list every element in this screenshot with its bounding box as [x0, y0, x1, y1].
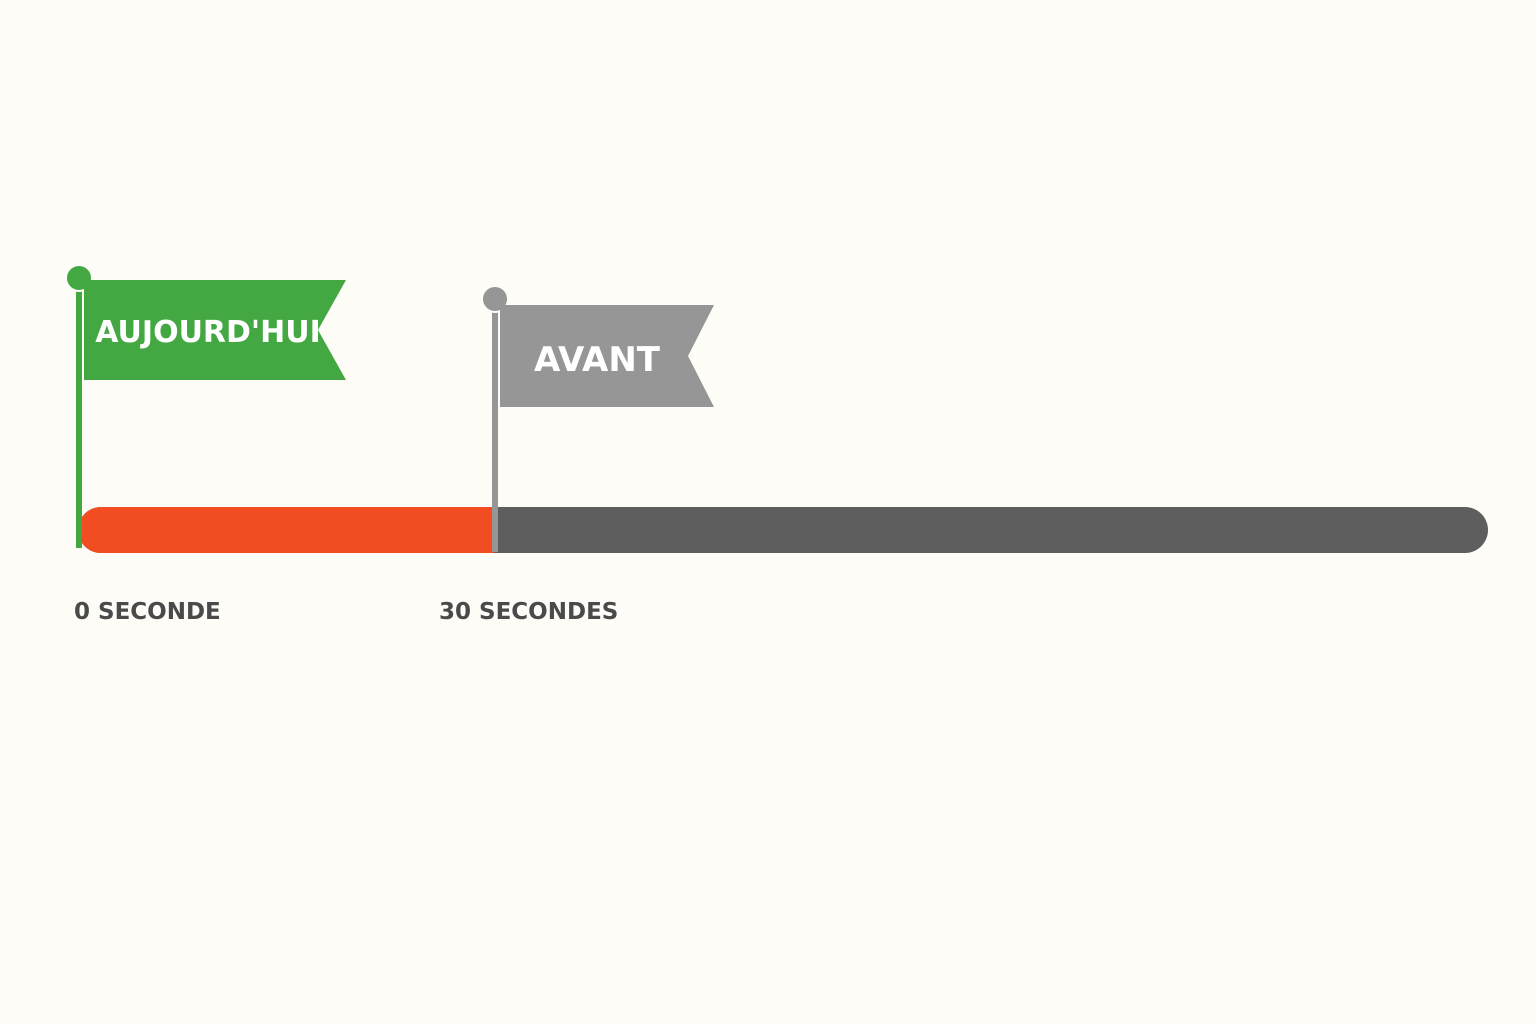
flag-before-banner — [500, 305, 714, 407]
flag-today-label: AUJOURD'HUI — [95, 315, 321, 350]
progress-fill — [78, 507, 494, 553]
flag-today-banner — [84, 280, 346, 380]
flag-before-label: AVANT — [534, 340, 661, 380]
flag-before-pole — [492, 304, 498, 552]
tick-label-start: 0 SECONDE — [74, 599, 221, 625]
flag-before: AVANT — [481, 285, 714, 552]
flag-today: AUJOURD'HUI — [65, 264, 346, 548]
flag-today-pole — [76, 282, 82, 548]
tick-label-mark: 30 SECONDES — [439, 599, 618, 625]
